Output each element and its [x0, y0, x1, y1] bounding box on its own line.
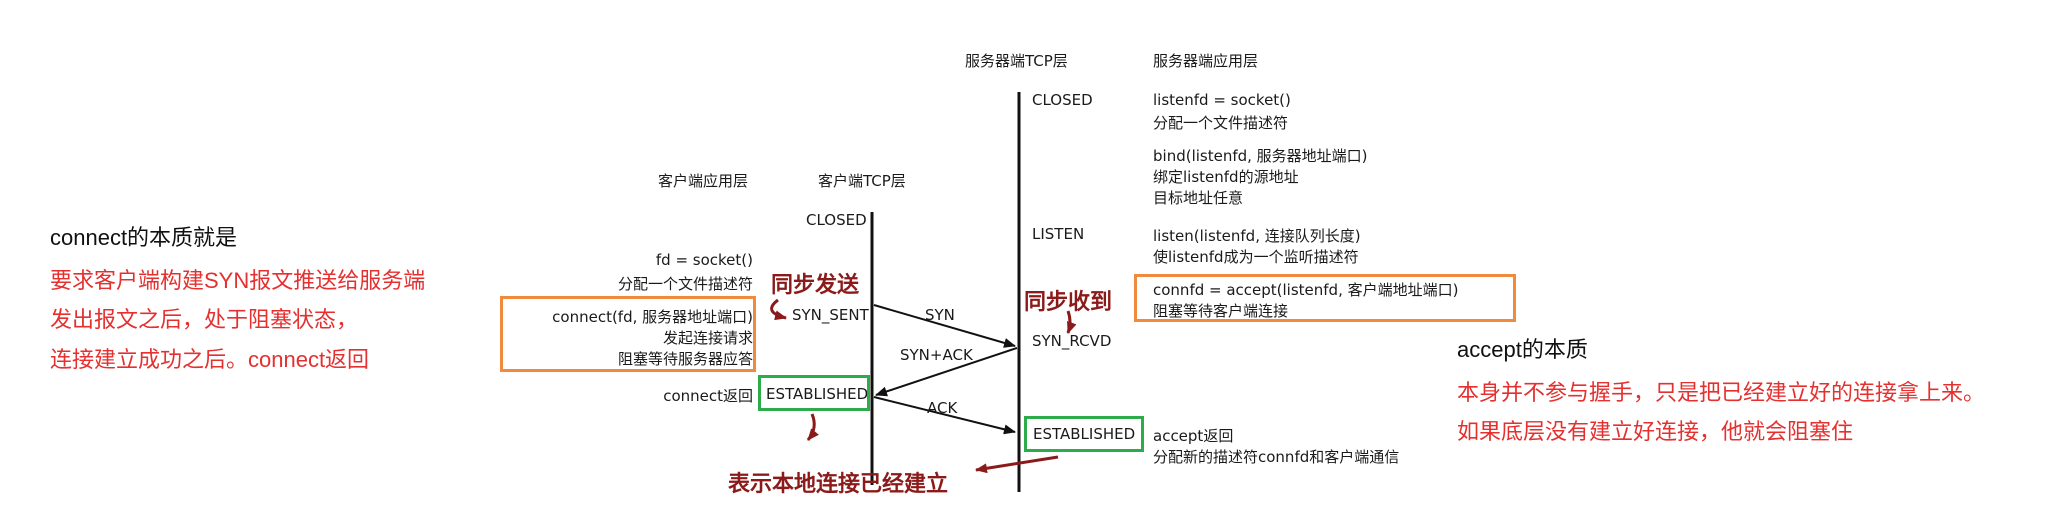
label-ack: ACK	[927, 399, 958, 417]
header-client-app: 客户端应用层	[658, 172, 749, 190]
annotation-local-established: 表示本地连接已经建立	[728, 472, 949, 497]
right-note-line1: 本身并不参与握手，只是把已经建立好的连接拿上来。	[1457, 380, 1986, 405]
server-socket-call: listenfd = socket()	[1153, 91, 1291, 109]
server-accept-call: connfd = accept(listenfd, 客户端地址端口)	[1153, 281, 1459, 299]
label-syn-ack: SYN+ACK	[900, 346, 973, 364]
client-socket-desc: 分配一个文件描述符	[617, 275, 753, 293]
server-accept-return: accept返回	[1153, 427, 1234, 445]
left-note-title: connect的本质就是	[50, 225, 238, 250]
ack-arrow	[873, 396, 1016, 435]
header-server-app: 服务器端应用层	[1153, 52, 1259, 70]
sync-recv-arrow	[1066, 310, 1077, 334]
server-accept-box	[1134, 274, 1516, 322]
left-note-line2: 发出报文之后，处于阻塞状态，	[50, 307, 359, 332]
client-connect-desc1: 发起连接请求	[662, 329, 753, 347]
server-established-arrow	[975, 455, 1059, 474]
right-note-line2: 如果底层没有建立好连接，他就会阻塞住	[1457, 419, 1854, 444]
client-state-closed: CLOSED	[806, 211, 867, 229]
server-socket-desc: 分配一个文件描述符	[1153, 114, 1289, 132]
server-bind-call: bind(listenfd, 服务器地址端口)	[1153, 147, 1368, 165]
client-connect-box	[500, 296, 756, 372]
server-state-established: ESTABLISHED	[1033, 425, 1136, 443]
client-connect-desc2: 阻塞等待服务器应答	[617, 350, 753, 368]
header-client-tcp: 客户端TCP层	[818, 172, 906, 190]
annotation-sync-recv: 同步收到	[1024, 290, 1113, 315]
client-connect-call: connect(fd, 服务器地址端口)	[552, 308, 753, 326]
server-listen-call: listen(listenfd, 连接队列长度)	[1153, 227, 1361, 245]
annotation-sync-send: 同步发送	[771, 273, 860, 298]
left-note-line1: 要求客户端构建SYN报文推送给服务端	[50, 268, 426, 293]
client-established-arrow	[806, 413, 819, 441]
header-server-tcp: 服务器端TCP层	[965, 52, 1068, 70]
syn-ack-arrow	[875, 347, 1018, 397]
left-note-line3: 连接建立成功之后。connect返回	[50, 347, 370, 372]
server-established-box	[1024, 416, 1144, 452]
server-accept-return-desc: 分配新的描述符connfd和客户端通信	[1153, 448, 1400, 466]
server-state-listen: LISTEN	[1032, 225, 1085, 243]
server-bind-desc1: 绑定listenfd的源地址	[1153, 168, 1299, 186]
client-established-box	[758, 375, 870, 411]
client-socket-call: fd = socket()	[655, 251, 753, 269]
server-state-syn-rcvd: SYN_RCVD	[1032, 332, 1112, 350]
server-state-closed: CLOSED	[1032, 91, 1093, 109]
client-connect-return: connect返回	[663, 387, 753, 405]
syn-arrow	[873, 304, 1016, 348]
server-accept-desc: 阻塞等待客户端连接	[1153, 302, 1289, 320]
server-listen-desc: 使listenfd成为一个监听描述符	[1153, 248, 1359, 266]
client-state-syn-sent: SYN_SENT	[792, 306, 869, 324]
server-bind-desc2: 目标地址任意	[1153, 189, 1244, 207]
client-state-established: ESTABLISHED	[766, 385, 869, 403]
right-note-title: accept的本质	[1457, 337, 1588, 362]
sync-send-arrow	[770, 298, 787, 321]
label-syn: SYN	[925, 306, 955, 324]
